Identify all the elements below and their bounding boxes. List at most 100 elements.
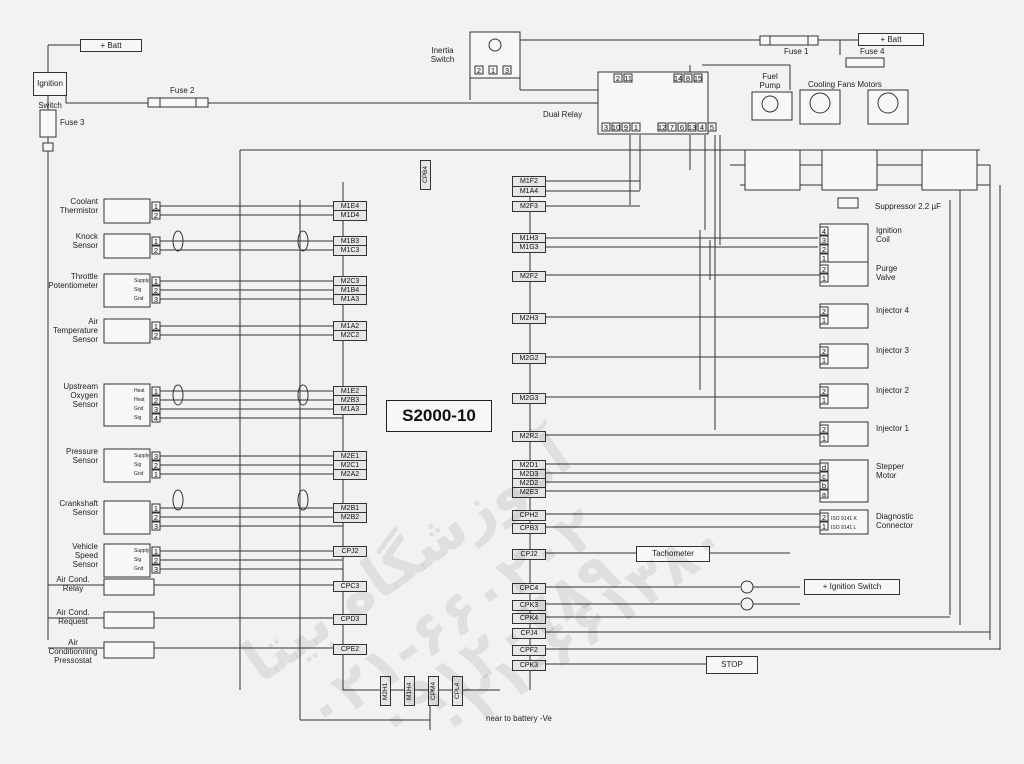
relay-pin-bot-12: 12: [658, 123, 666, 132]
fan-relay-1: [744, 149, 801, 191]
stop-lamp: STOP: [706, 656, 758, 674]
sensor-1-pin-2: 2: [154, 246, 158, 255]
fuel-pump-motor-icon: [761, 95, 779, 113]
output-0-pin-3: 3: [822, 236, 826, 245]
ecu-pin-cpk3-b: CPK3: [512, 660, 546, 671]
relay-pin-top-8: 8: [686, 74, 690, 83]
shield-3: [297, 384, 309, 406]
ecu-title: S2000-10: [386, 400, 492, 432]
output-4-pin-2: 2: [822, 387, 826, 396]
relay-pin-bot-7-box: [667, 122, 677, 132]
relay-pin-top-15: 15: [694, 74, 702, 83]
output-4-pin-1: 1: [822, 396, 826, 405]
inertia-pin-1: 1: [491, 66, 495, 75]
ecu-pin-cpj4: CPJ4: [512, 628, 546, 639]
output-label-2: Injector 4: [876, 306, 909, 315]
ignition-switch-tag: + Ignition Switch: [804, 579, 900, 595]
switch-body-2: [103, 641, 155, 659]
ecu-pin-out-m2g3-0: M2G3: [512, 393, 546, 404]
relay-pin-bot-6: 6: [680, 123, 684, 132]
ecu-pin-m1d4: M1D4: [333, 210, 367, 221]
ecu-pin-m2b2: M2B2: [333, 512, 367, 523]
sensor-0-pin-2: 2: [154, 211, 158, 220]
sensor-label-5: Pressure Sensor: [65, 447, 98, 465]
sensor-7-sublabel-1: Sig: [134, 557, 141, 563]
switch-label-2: Air Conditionning Pressostat: [48, 638, 98, 665]
ecu-pin-m2c2: M2C2: [333, 330, 367, 341]
fan1-icon: [809, 92, 831, 114]
sensor-4-pin-2: 2: [154, 396, 158, 405]
sensor-label-6: Crankshaft Sensor: [59, 499, 98, 517]
inertia-pin-2-box: [474, 65, 484, 75]
output-1-pin-1: 1: [822, 274, 826, 283]
sensor-label-4: Upstream Oxygen Sensor: [63, 382, 98, 409]
batt-label-right: + Batt: [858, 33, 924, 46]
ecu-pin-m1a3: M1A3: [333, 294, 367, 305]
ecu-pin-out-cph2-0: CPH2: [512, 510, 546, 521]
sensor-body-5: [103, 448, 151, 483]
shield-1: [297, 230, 309, 252]
sensor-4-pin-4: 4: [154, 414, 158, 423]
relay-pin-bot-5: 5: [710, 123, 714, 132]
output-2-pin-1: 1: [822, 316, 826, 325]
ecu-pin-r-m1g3: M1G3: [512, 242, 546, 253]
fuse1-label: Fuse 1: [784, 47, 809, 56]
sensor-label-7: Vehicle Speed Sensor: [72, 542, 98, 569]
output-label-3: Injector 3: [876, 346, 909, 355]
fuse2-term-b: [195, 97, 209, 108]
sensor-6-pin-1: 1: [154, 504, 158, 513]
inertia-switch-label: Inertia Switch: [430, 46, 455, 64]
fuse4-symbol: [845, 57, 885, 68]
ecu-pin-m2a2: M2A2: [333, 469, 367, 480]
output-4-pin-2-box: [819, 386, 829, 396]
sensor-4-sublabel-1: Heat: [134, 397, 145, 403]
output-6-pin-d-box: [819, 462, 829, 472]
output-1-pin-1-box: [819, 273, 829, 283]
fuse1-term-a: [759, 35, 771, 46]
fuse4-label: Fuse 4: [860, 47, 885, 56]
sensor-5-pin-3: 3: [154, 452, 158, 461]
ecu-pin-cpc3: CPC3: [333, 581, 367, 592]
ecu-pin-cpf2: CPF2: [512, 645, 546, 656]
relay-pin-top-14: 14: [674, 74, 682, 83]
relay-pin-bot-3: 3: [604, 123, 608, 132]
warning-lamp-1-icon: [740, 580, 754, 594]
output-2-pin-2: 2: [822, 307, 826, 316]
sensor-label-1: Knock Sensor: [72, 232, 98, 250]
relay-pin-bot-4-box: [697, 122, 707, 132]
sensor-6-pin-3: 3: [154, 522, 158, 531]
relay-pin-bot-13-box: [687, 122, 697, 132]
output-1-pin-2: 2: [822, 265, 826, 274]
output-7-pin-1-box: [819, 521, 829, 531]
sensor-3-pin-1: 1: [154, 322, 158, 331]
sensor-label-2: Throttle Potentiometer: [48, 272, 98, 290]
output-label-4: Injector 2: [876, 386, 909, 395]
sensor-2-pin-3: 3: [154, 295, 158, 304]
sensor-label-3: Air Temperature Sensor: [53, 317, 98, 344]
output-5-pin-1: 1: [822, 434, 826, 443]
output-0-pin-3-box: [819, 235, 829, 245]
tachometer: Tachometer: [636, 546, 710, 562]
fuse1-term-b: [807, 35, 819, 46]
fuse2-term-a: [147, 97, 161, 108]
sensor-5-sublabel-1: Sig: [134, 462, 141, 468]
inertia-pin-2: 2: [477, 66, 481, 75]
output-6-pin-a-box: [819, 489, 829, 499]
sensor-body-0: [103, 198, 151, 224]
relay-pin-bot-12-box: [657, 122, 667, 132]
fuse2-label: Fuse 2: [170, 86, 195, 95]
sensor-4-pin-3: 3: [154, 405, 158, 414]
ecu-pin-bottom-0: M2H1: [380, 676, 391, 706]
output-1-pin-2-box: [819, 264, 829, 274]
sensor-3-pin-2: 2: [154, 331, 158, 340]
sensor-label-0: Coolant Thermistor: [59, 197, 98, 215]
suppressor-label: Suppressor 2.2 µF: [875, 202, 941, 211]
relay-pin-top-8-box: [683, 73, 693, 83]
sensor-5-sublabel-2: Gnd: [134, 471, 144, 477]
output-4-pin-1-box: [819, 395, 829, 405]
relay-pin-top-2-box: [613, 73, 623, 83]
sensor-5-pin-1: 1: [154, 470, 158, 479]
sensor-body-7: [103, 543, 151, 578]
ecu-pin-m1a3: M1A3: [333, 404, 367, 415]
sensor-0-pin-1: 1: [154, 202, 158, 211]
